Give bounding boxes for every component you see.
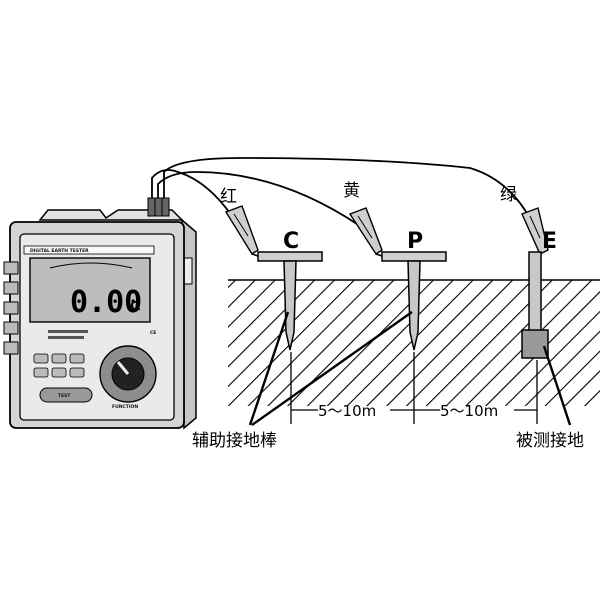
meter-test-button-label: TEST xyxy=(58,393,71,399)
clip-red xyxy=(224,205,259,255)
wire-label-red: 红 xyxy=(220,187,237,207)
meter-button[interactable] xyxy=(51,367,67,378)
clip-green xyxy=(521,207,549,255)
wire-label-yellow: 黄 xyxy=(343,181,360,201)
rod-p xyxy=(375,251,447,351)
meter-button[interactable] xyxy=(69,353,85,364)
clip-yellow xyxy=(348,207,383,255)
meter-button[interactable] xyxy=(51,353,67,364)
pointer-lines xyxy=(248,311,572,426)
meter-button[interactable] xyxy=(33,367,49,378)
distance-label-1: 5～10m xyxy=(318,402,376,420)
lead-green xyxy=(163,157,533,223)
meter-button[interactable] xyxy=(33,353,49,364)
electrode-label-c: C xyxy=(283,229,299,254)
lead-red xyxy=(151,169,237,223)
earth-tester-meter: DIGITAL EARTH TESTER 0.00 Ω CE TEST FUNC… xyxy=(3,197,197,430)
rod-c xyxy=(251,251,323,351)
electrode-label-e: E xyxy=(542,229,557,254)
electrode-e xyxy=(521,251,549,359)
meter-button[interactable] xyxy=(69,367,85,378)
meter-function-label: FUNCTION xyxy=(112,404,138,410)
meter-ce-mark: CE xyxy=(150,330,156,336)
meter-display-value: 0.00 xyxy=(70,285,142,320)
meter-test-button[interactable] xyxy=(39,387,93,403)
note-aux-rods: 辅助接地棒 xyxy=(192,431,277,451)
distance-label-2: 5～10m xyxy=(440,402,498,420)
wire-label-green: 绿 xyxy=(500,185,517,205)
electrode-label-p: P xyxy=(407,229,423,254)
meter-display-unit: Ω xyxy=(130,299,140,313)
meter-panel-title: DIGITAL EARTH TESTER xyxy=(30,248,89,254)
lead-yellow xyxy=(157,171,361,227)
test-leads xyxy=(151,157,533,227)
dimension-lines xyxy=(290,352,538,424)
note-under-test: 被测接地 xyxy=(516,431,584,451)
